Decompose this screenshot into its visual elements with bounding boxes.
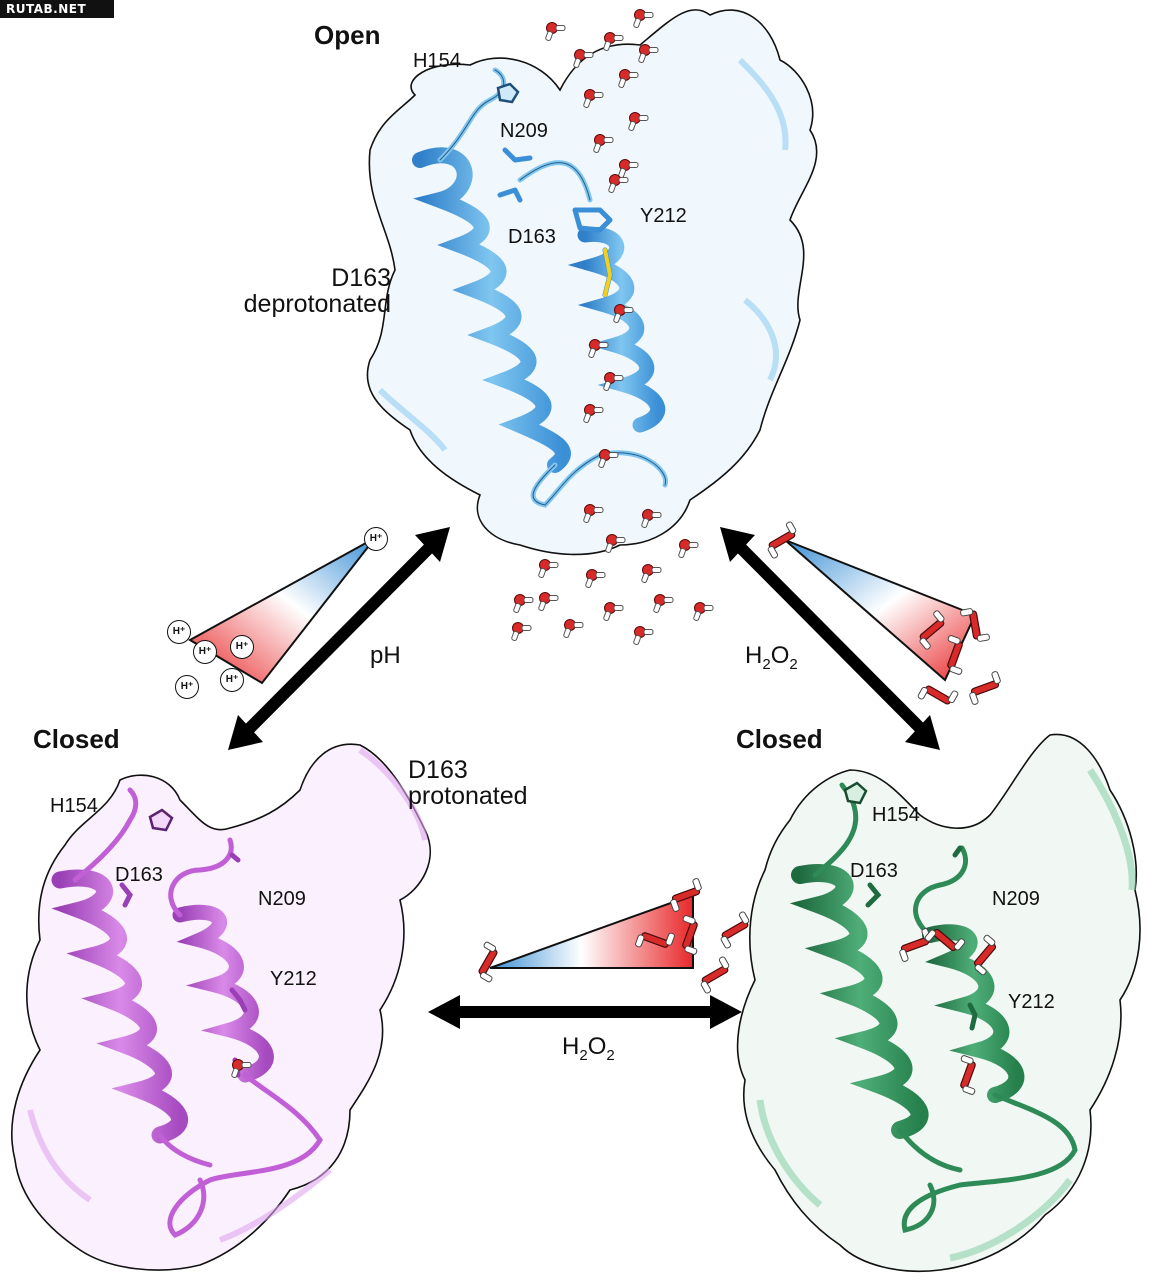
closed-left-state-line2: protonated: [408, 782, 528, 810]
open-label-n209: N209: [500, 120, 548, 142]
h2o2-gradient-wedge-right: [760, 520, 1006, 715]
closed-left-state-line1: D163: [408, 756, 468, 784]
proton-icon: H⁺: [220, 668, 244, 692]
open-label-d163: D163: [508, 226, 556, 248]
h2o2-bottom-sub2: 2: [606, 1046, 615, 1064]
closed-left-label-y212: Y212: [270, 968, 317, 990]
closed-right-loop: [812, 782, 1078, 1233]
closed-left-surface: [11, 743, 431, 1271]
h2o2-right-sub1: 2: [762, 655, 771, 673]
open-helix-b: [567, 226, 666, 433]
closed-right-label-y212: Y212: [1008, 991, 1055, 1013]
closed-right-label-d163: D163: [850, 860, 898, 882]
h2o2-bottom-arrow-label: H2O2: [562, 1033, 615, 1064]
h2o2-right-arrow-label: H2O2: [745, 642, 798, 673]
open-state-line2: deprotonated: [243, 290, 391, 318]
open-helix-a: [412, 147, 571, 473]
closed-left-title: Closed: [33, 724, 120, 754]
h2o2-bottom-sub1: 2: [579, 1046, 588, 1064]
open-title: Open: [314, 20, 381, 50]
closed-right-label-h154: H154: [872, 804, 920, 826]
closed-right-helix-a: [789, 864, 929, 1139]
closed-right-h154-sidechain: [843, 781, 868, 805]
open-sidechains: [497, 147, 613, 298]
arrow-h2o2-right-bidirectional: [720, 527, 940, 750]
open-loop-outline: [439, 69, 666, 506]
closed-left-label-n209: N209: [258, 888, 306, 910]
h2o2-right-sub2: 2: [789, 655, 798, 673]
closed-left-surface-shading: [27, 747, 428, 1243]
closed-left-label-d163: D163: [115, 864, 163, 886]
open-surface-shading: [377, 57, 789, 452]
closed-right-helix-b: [922, 924, 1025, 1103]
proton-icon: H⁺: [230, 635, 254, 659]
closed-left-structure: [11, 743, 431, 1271]
closed-right-surface-shading: [756, 768, 1136, 1262]
closed-left-h154-sidechain: [148, 808, 174, 832]
open-surface: [366, 9, 818, 556]
proton-icon: H⁺: [193, 640, 217, 664]
closed-right-label-n209: N209: [992, 888, 1040, 910]
watermark-logo: RUTAB.NET: [0, 0, 114, 18]
h2o2-gradient-wedge-bottom: [468, 877, 757, 995]
closed-right-sidechains: [865, 845, 978, 1031]
proton-icon: H⁺: [175, 675, 199, 699]
proton-icon: H⁺: [167, 620, 191, 644]
closed-left-label-h154: H154: [50, 795, 98, 817]
closed-left-helix-b: [172, 904, 274, 1083]
h2o2-right-h: H: [745, 642, 763, 669]
ph-gradient-wedge: [187, 537, 376, 685]
ph-arrow-label: pH: [370, 642, 401, 669]
closed-left-sidechains: [119, 852, 248, 1078]
open-yellow-ligand: [603, 248, 613, 297]
h2o2-bottom-o: O: [587, 1033, 607, 1060]
closed-left-helix-a: [51, 869, 188, 1144]
closed-right-structure: [736, 733, 1141, 1273]
open-label-y212: Y212: [640, 205, 687, 227]
open-h154-sidechain: [496, 82, 520, 104]
arrow-ph-bidirectional: [228, 527, 450, 750]
open-structure: [366, 9, 818, 646]
h2o2-bottom-h: H: [562, 1033, 580, 1060]
proton-icon: H⁺: [364, 527, 388, 551]
closed-left-loop: [72, 787, 323, 1238]
closed-right-title: Closed: [736, 724, 823, 754]
open-label-h154: H154: [413, 50, 461, 72]
open-state-line1: D163: [331, 264, 391, 292]
arrow-h2o2-bottom-bidirectional: [428, 995, 742, 1029]
h2o2-right-o: O: [770, 642, 790, 669]
